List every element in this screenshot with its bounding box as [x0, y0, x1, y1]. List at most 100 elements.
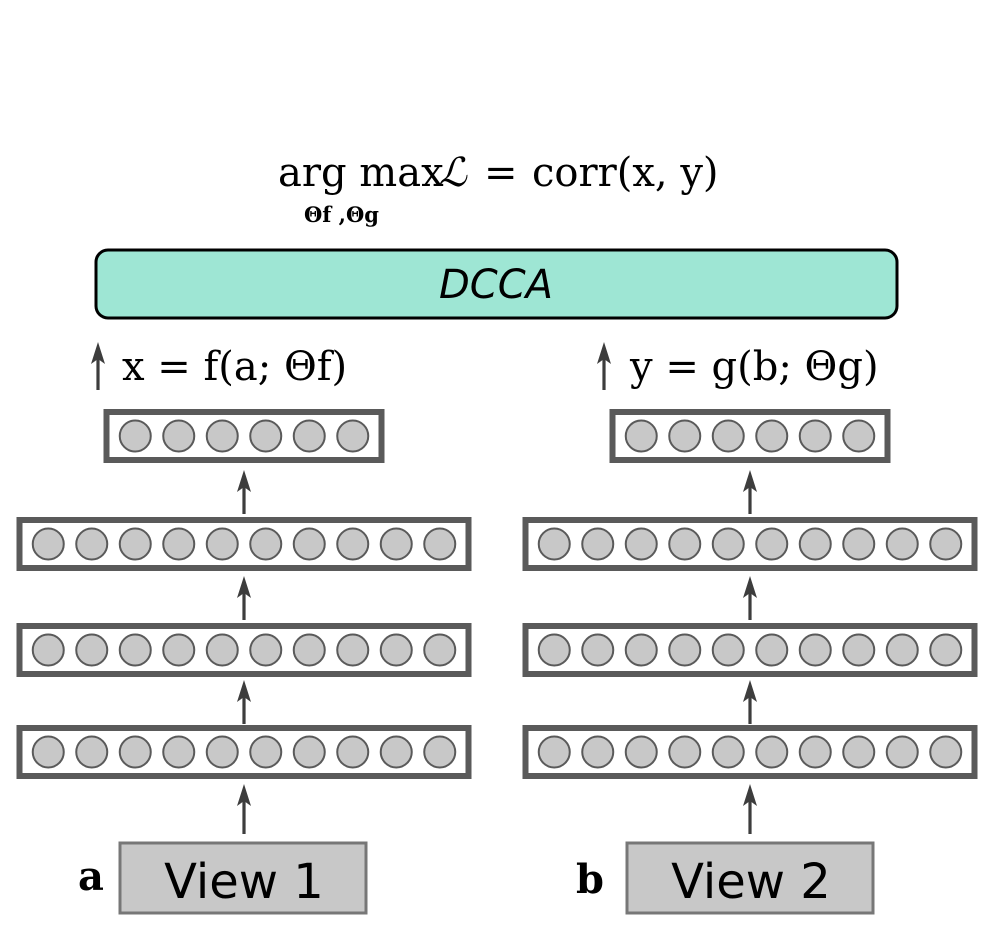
right-layer-4 [522, 725, 978, 779]
right-network: y = g(b; Θg) b View 2 [522, 342, 978, 915]
neuron [75, 735, 109, 769]
neuron [379, 527, 413, 561]
loss-symbol: ℒ [438, 150, 468, 196]
neuron [711, 419, 745, 453]
neuron [711, 527, 745, 561]
neuron [581, 527, 615, 561]
neuron [798, 735, 832, 769]
neuron [162, 419, 196, 453]
neuron [711, 633, 745, 667]
equals-sign: = [484, 150, 518, 196]
right-layer-2 [522, 517, 978, 571]
neuron [249, 419, 283, 453]
neuron [336, 735, 370, 769]
objective-formula: arg max ℒ = corr(x, y) Θf ,Θg [278, 150, 719, 227]
neuron [249, 527, 283, 561]
neuron [755, 419, 789, 453]
neuron [336, 419, 370, 453]
view-2-box [625, 841, 875, 915]
right-arrow-input [743, 784, 757, 834]
neuron [537, 633, 571, 667]
neuron [842, 633, 876, 667]
right-arrow-output [597, 342, 611, 390]
neuron [624, 735, 658, 769]
neuron [249, 735, 283, 769]
left-layer-4 [16, 725, 472, 779]
neuron [75, 527, 109, 561]
neuron [668, 633, 702, 667]
neuron [755, 527, 789, 561]
neuron [205, 633, 239, 667]
neuron [336, 527, 370, 561]
neuron [336, 633, 370, 667]
neuron [162, 633, 196, 667]
neuron [31, 735, 65, 769]
neuron [379, 735, 413, 769]
right-arrow-1 [743, 470, 757, 514]
neuron [798, 633, 832, 667]
corr-expression: corr(x, y) [532, 150, 719, 196]
left-network: x = f(a; Θf) a View 1 [16, 342, 472, 915]
neuron [581, 735, 615, 769]
neuron [668, 735, 702, 769]
neuron [755, 633, 789, 667]
neuron [929, 527, 963, 561]
neuron [75, 633, 109, 667]
neuron [537, 735, 571, 769]
left-arrow-3 [237, 680, 251, 724]
right-arrow-3 [743, 680, 757, 724]
neuron [755, 735, 789, 769]
view-1-box [118, 841, 368, 915]
dcca-block: DCCA [94, 248, 899, 320]
neuron [31, 633, 65, 667]
left-layer-2 [16, 517, 472, 571]
neuron [205, 527, 239, 561]
right-layer-1 [609, 409, 891, 463]
neuron [423, 527, 457, 561]
neuron [842, 527, 876, 561]
neuron [929, 735, 963, 769]
argmax-text: arg max [278, 150, 444, 196]
left-arrow-input [237, 784, 251, 834]
dcca-box [94, 248, 899, 320]
neuron [162, 735, 196, 769]
neuron [292, 527, 326, 561]
view-2-label: View 2 [671, 854, 831, 910]
neuron [842, 735, 876, 769]
neuron [205, 735, 239, 769]
neuron [581, 633, 615, 667]
neuron [31, 527, 65, 561]
neuron [292, 735, 326, 769]
neuron [668, 419, 702, 453]
neuron [292, 633, 326, 667]
argmax-subscript: Θf ,Θg [304, 202, 379, 227]
right-layer-1-box [609, 409, 891, 463]
right-output-equation: y = g(b; Θg) [629, 344, 879, 390]
neuron [423, 633, 457, 667]
neuron [249, 633, 283, 667]
left-input-letter: a [78, 853, 104, 900]
neuron [624, 633, 658, 667]
neuron [668, 527, 702, 561]
neuron [162, 527, 196, 561]
neuron [711, 735, 745, 769]
neuron [842, 419, 876, 453]
left-layer-1 [103, 409, 385, 463]
left-layer-1-box [103, 409, 385, 463]
neuron [885, 735, 919, 769]
neuron [205, 419, 239, 453]
left-layer-3 [16, 623, 472, 677]
neuron [423, 735, 457, 769]
neuron [798, 419, 832, 453]
neuron [118, 735, 152, 769]
neuron [118, 419, 152, 453]
right-input-letter: b [576, 856, 604, 903]
neuron [885, 527, 919, 561]
view-1-label: View 1 [164, 854, 324, 910]
neuron [537, 527, 571, 561]
neuron [624, 419, 658, 453]
neuron [379, 633, 413, 667]
dcca-label: DCCA [439, 262, 553, 308]
neuron [118, 527, 152, 561]
